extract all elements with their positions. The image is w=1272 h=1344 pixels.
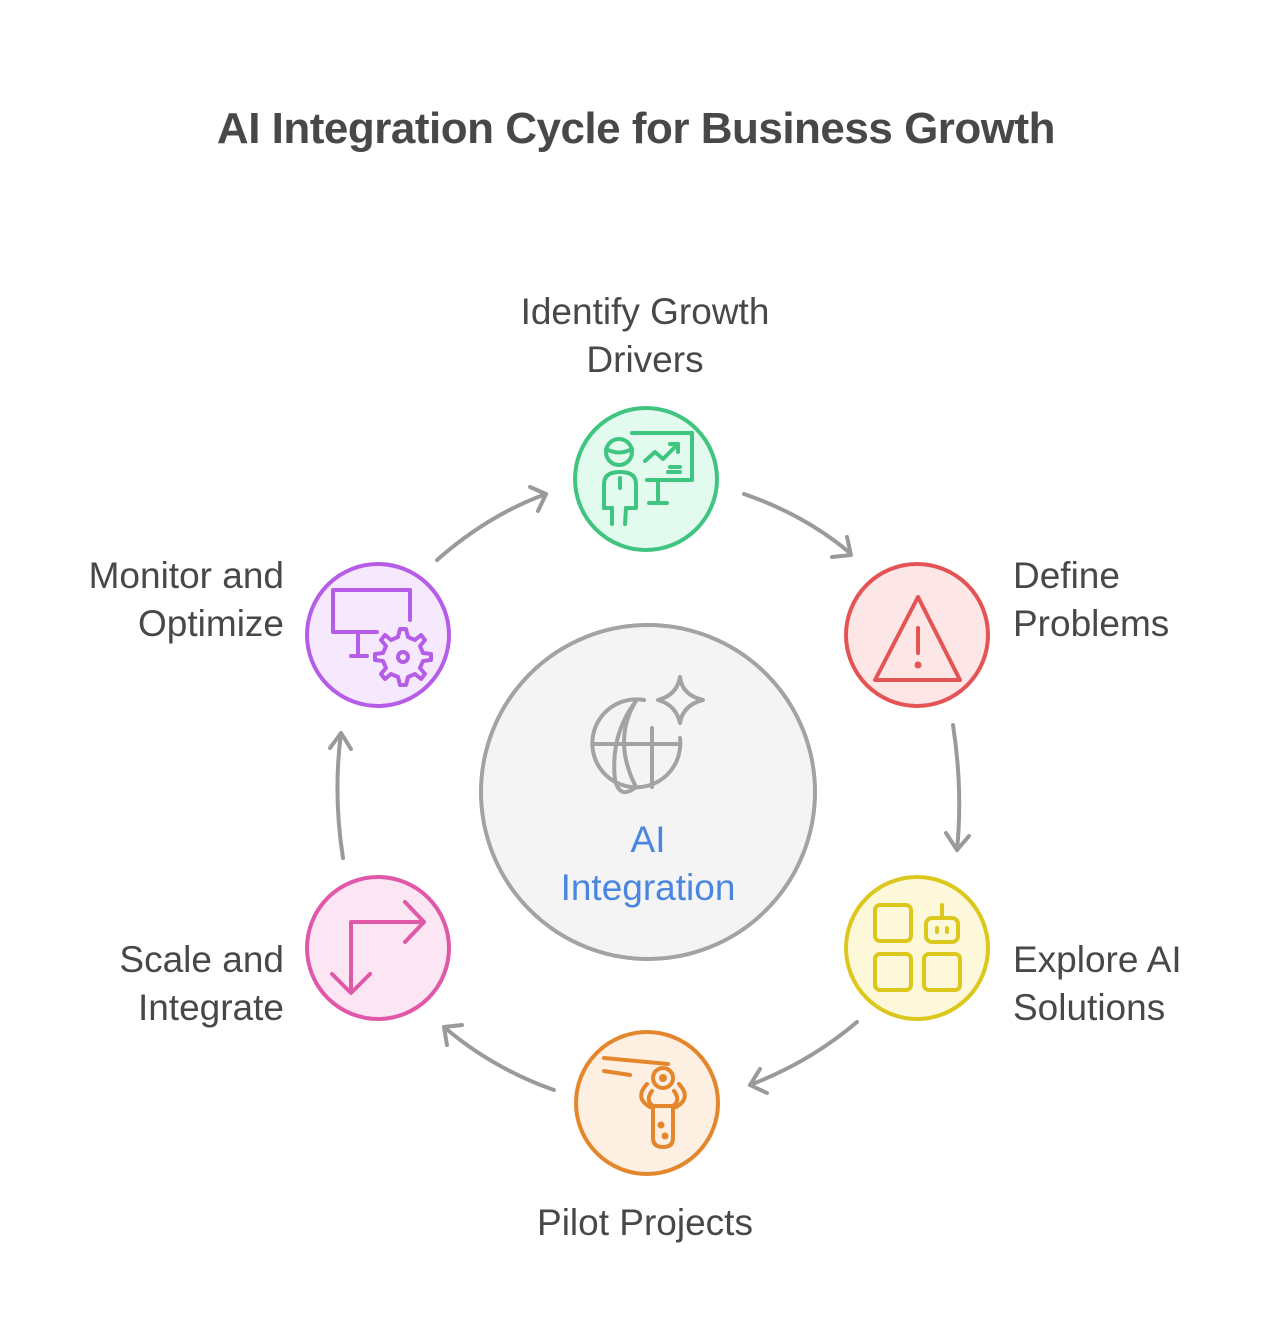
stage-label-define: Define Problems [1013,552,1263,648]
warning-triangle-icon [873,595,962,682]
stage-label-monitor-line1: Monitor and [88,555,284,596]
arrow-monitor-to-identify [435,485,548,562]
presentation-growth-icon [602,431,694,526]
center-label-line1: AI [630,819,666,860]
diagram-title: AI Integration Cycle for Business Growth [216,104,1056,153]
stage-label-identify-line1: Identify Growth [520,291,770,332]
stage-label-explore-line2: Solutions [1013,987,1166,1028]
turn-arrows-icon [330,900,426,995]
apps-robot-icon [873,903,962,992]
stage-label-explore: Explore AI Solutions [1013,936,1263,1032]
stage-label-monitor-line2: Optimize [138,603,284,644]
robotic-arm-icon [602,1056,687,1149]
stage-node-identify[interactable] [573,406,719,552]
arrow-pilot-to-scale [442,1023,556,1092]
monitor-gear-icon [331,588,433,687]
stage-node-explore[interactable] [844,875,990,1021]
arrow-identify-to-define [742,492,853,559]
arrow-scale-to-monitor [328,731,353,860]
stage-label-scale-line2: Integrate [137,987,284,1028]
globe-sparkle-icon [590,675,705,795]
stage-label-explore-line1: Explore AI [1013,939,1182,980]
stage-label-pilot: Pilot Projects [445,1199,845,1247]
stage-label-define-line1: Define [1013,555,1120,596]
center-label-line2: Integration [560,867,736,908]
stage-node-define[interactable] [844,562,990,708]
arrow-explore-to-pilot [748,1020,859,1095]
stage-label-define-line2: Problems [1013,603,1170,644]
stage-label-scale-line1: Scale and [119,939,284,980]
center-node [479,623,817,961]
arrow-define-to-explore [944,723,971,852]
stage-node-monitor[interactable] [305,562,451,708]
stage-node-scale[interactable] [305,875,451,1021]
stage-label-identify-line2: Drivers [586,339,704,380]
stage-label-pilot-line1: Pilot Projects [537,1202,753,1243]
stage-label-identify: Identify Growth Drivers [445,288,845,384]
stage-node-pilot[interactable] [574,1030,720,1176]
stage-label-monitor: Monitor and Optimize [20,552,284,648]
stage-label-scale: Scale and Integrate [20,936,284,1032]
center-label: AI Integration [478,816,818,912]
